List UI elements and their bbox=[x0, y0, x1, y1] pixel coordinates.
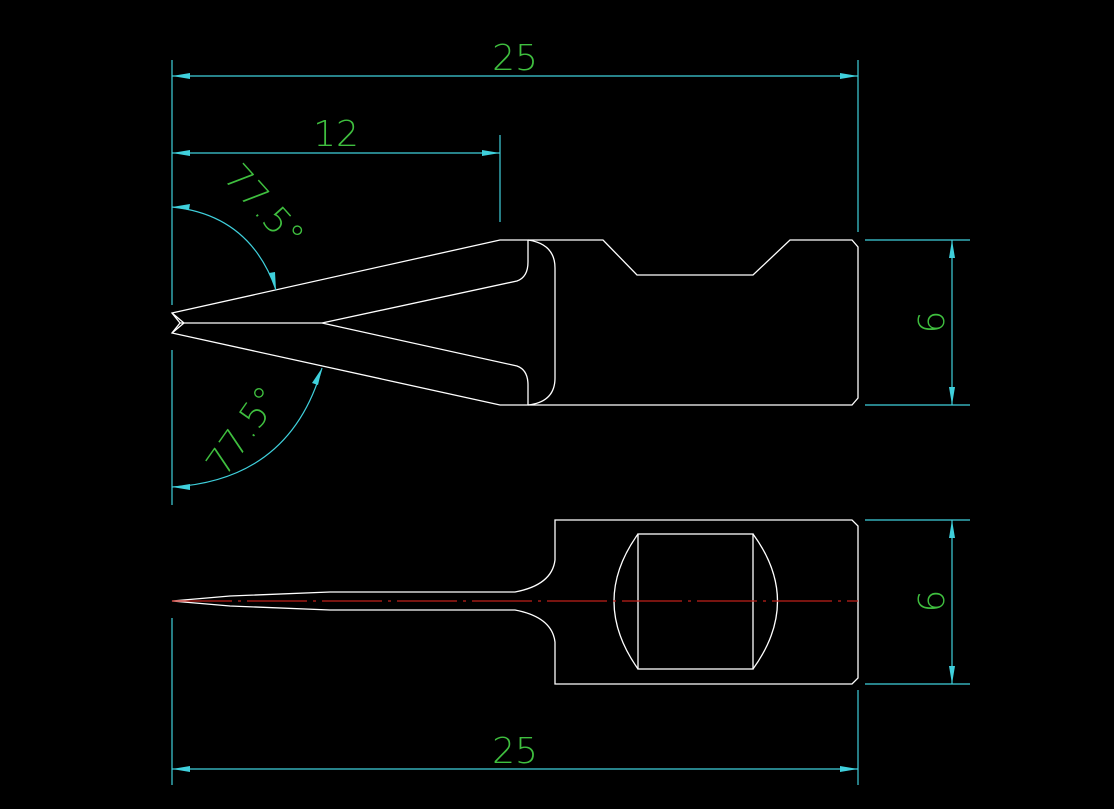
dim-text-25-bottom: 25 bbox=[492, 731, 538, 772]
dim-text-25-top: 25 bbox=[492, 38, 538, 79]
dim-angle-lower: 77.5° bbox=[171, 367, 323, 490]
dim-text-6-bottom: 6 bbox=[912, 590, 953, 613]
dim-text-angle-upper: 77.5° bbox=[215, 157, 311, 257]
dim-overall-top: 25 bbox=[171, 38, 859, 305]
needle-outline bbox=[171, 519, 859, 685]
top-view-blade bbox=[170, 239, 859, 406]
dim-height-bottom: 6 bbox=[865, 519, 970, 685]
dim-tip-length: 12 bbox=[172, 114, 501, 222]
dim-text-angle-lower: 77.5° bbox=[199, 379, 289, 483]
dim-angle-upper: 77.5° bbox=[171, 157, 311, 291]
dim-overall-bottom: 25 bbox=[171, 618, 859, 785]
dim-text-12: 12 bbox=[313, 114, 359, 155]
bottom-view-blade bbox=[171, 519, 859, 685]
dim-height-top: 6 bbox=[865, 239, 970, 406]
dim-text-6-top: 6 bbox=[912, 311, 953, 334]
blade-outline bbox=[170, 239, 859, 406]
blade-inner-v bbox=[180, 240, 529, 405]
blade-tip-triangle bbox=[171, 312, 186, 334]
blade-heel-arc bbox=[527, 239, 556, 406]
